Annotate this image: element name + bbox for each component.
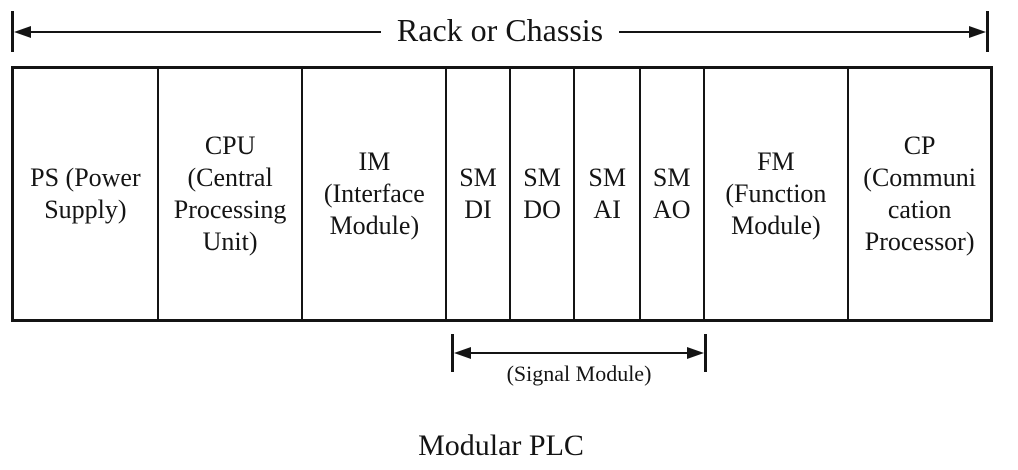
- arrow-end-tick: [986, 11, 990, 52]
- arrow-end-tick: [704, 334, 707, 372]
- arrowhead-left-icon: [14, 25, 31, 38]
- arrow-end-tick: [11, 11, 14, 52]
- module-sm-ai: SM AI: [573, 69, 639, 319]
- module-label: SM DI: [459, 163, 497, 224]
- module-label: SM AO: [652, 163, 691, 224]
- module-label: FM (Function Module): [725, 147, 827, 240]
- arrowhead-left-icon: [454, 347, 471, 359]
- module-sm-di: SM DI: [445, 69, 509, 319]
- diagram-caption: Modular PLC: [418, 429, 584, 462]
- signal-module-span-arrow: [451, 334, 707, 372]
- signal-module-label: (Signal Module): [506, 361, 652, 386]
- module-communication-processor: CP (Communi cation Processor): [847, 69, 990, 319]
- module-sm-do: SM DO: [508, 69, 574, 319]
- module-label: PS (Power Supply): [30, 163, 141, 224]
- arrow-line: [471, 352, 687, 354]
- rack-span-arrow: Rack or Chassis: [11, 11, 990, 52]
- arrowhead-right-icon: [687, 347, 704, 359]
- module-sm-ao: SM AO: [638, 69, 703, 319]
- module-label: CPU (Central Processing Unit): [173, 131, 287, 256]
- module-function: FM (Function Module): [702, 69, 848, 319]
- arrowhead-right-icon: [969, 25, 987, 38]
- module-interface: IM (Interface Module): [301, 69, 445, 319]
- arrow-end-tick: [451, 334, 454, 372]
- module-label: IM (Interface Module): [323, 147, 425, 240]
- arrow-line: [619, 30, 970, 33]
- module-power-supply: PS (Power Supply): [14, 69, 157, 319]
- module-label: CP (Communi cation Processor): [863, 131, 976, 256]
- module-label: SM AI: [588, 163, 626, 224]
- rack-title: Rack or Chassis: [396, 11, 604, 48]
- rack-chassis-box: PS (Power Supply) CPU (Central Processin…: [11, 66, 993, 322]
- module-label: SM DO: [523, 163, 561, 224]
- arrow-line: [31, 30, 381, 33]
- module-cpu: CPU (Central Processing Unit): [156, 69, 302, 319]
